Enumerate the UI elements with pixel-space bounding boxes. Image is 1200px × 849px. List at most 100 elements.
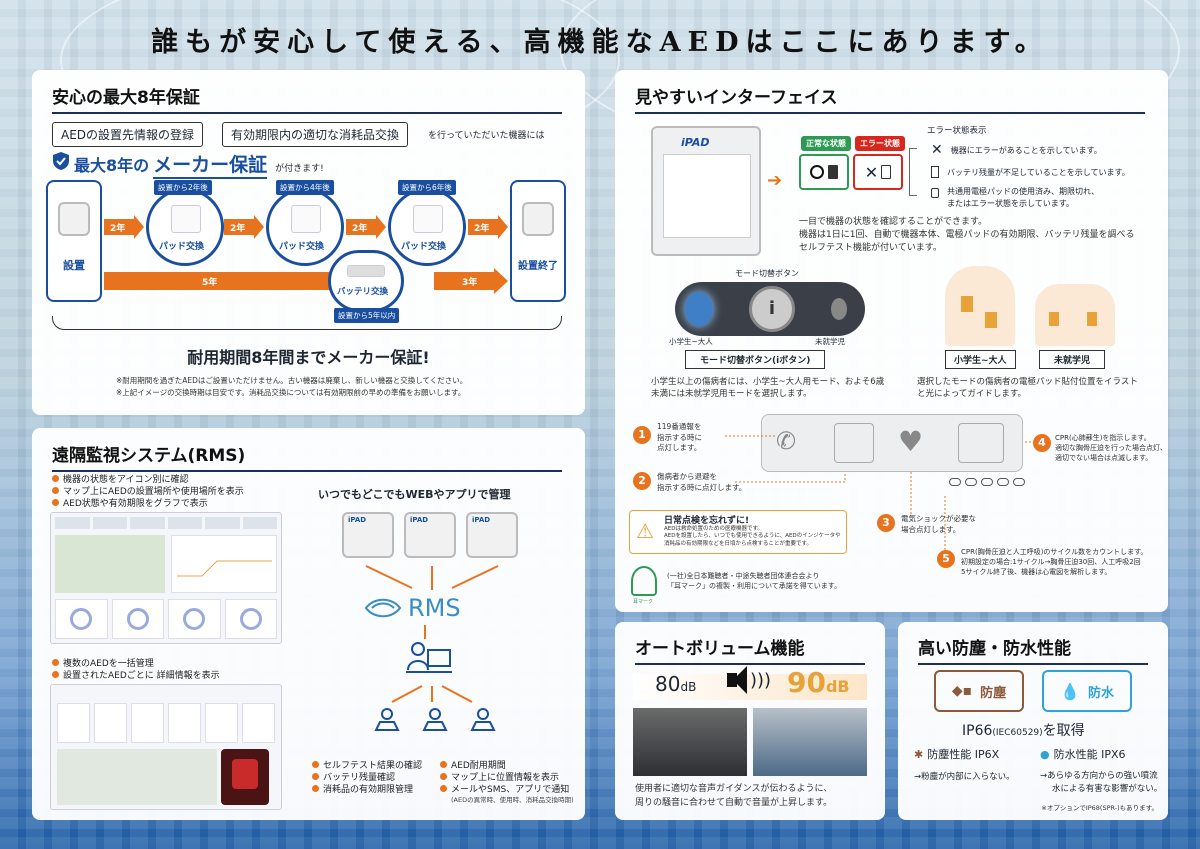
end-label: 設置終了: [518, 261, 558, 272]
battery-icon: [828, 165, 838, 179]
ear-mark-icon: [631, 566, 657, 596]
step-5-text: CPR(胸骨圧迫と人工呼吸)のサイクル数をカウントします。初期設定の場合:1サイ…: [961, 548, 1148, 576]
battery-label: バッテリ交換: [337, 287, 389, 297]
year-label: 2年: [352, 224, 368, 234]
pad-icon: [171, 205, 201, 233]
normal-indicator: [799, 154, 849, 190]
panel-title: オートボリューム機能: [635, 634, 865, 665]
rms-check: AED耐用期間: [451, 760, 506, 771]
water-description: →あらゆる方向からの強い噴流水による有害な影響がない。: [1040, 771, 1163, 794]
arrows-to-rms: [365, 565, 499, 590]
battery-low-icon: [881, 165, 892, 179]
info-button[interactable]: i: [749, 286, 795, 332]
aed-device-icon: iPAD: [404, 512, 456, 558]
daily-check-title: 日常点検を忘れずに!: [664, 516, 750, 526]
auto-volume-panel: オートボリューム機能 80dB ))) 90dB 使用者に適切な音声ガイダンスが…: [615, 622, 885, 820]
ip-rating: IP66(IEC60529)を取得: [962, 723, 1085, 739]
rms-check: メールやSMS、アプリで通知: [451, 784, 570, 795]
badge-suffix: が付きます!: [275, 164, 324, 174]
crowd-photo: [753, 708, 867, 776]
user-icons: [372, 708, 498, 734]
manage-heading: いつでもどこでもWEBやアプリで管理: [318, 488, 511, 501]
daily-check-box: ⚠ 日常点検を忘れずに! AEDは救命処置のための医療機器です。AEDを設置した…: [629, 510, 847, 554]
note-line: ※上記イメージの交換時期は目安です。消耗品交換については有効期限前の早めの準備を…: [116, 388, 466, 397]
station-photo: [633, 708, 747, 776]
battery-exchange-circle: バッテリ交換: [328, 250, 404, 312]
pad-icon: [413, 205, 443, 233]
dust-icon: ◆▪: [951, 683, 973, 699]
error-legend-row: 共通用電極パッドの使用済み、期限切れ、またはエラー状態を示しています。: [931, 186, 1099, 210]
year-label: 2年: [474, 224, 490, 234]
error-legend-row: バッテリ残量が不足していることを示しています。: [931, 166, 1130, 178]
rms-check: バッテリ残量確認: [323, 772, 396, 783]
child-figure: [1035, 284, 1115, 346]
pad-label: パッド交換: [401, 242, 447, 252]
adult-mode-icon: [685, 292, 713, 326]
year-label: 3年: [462, 278, 478, 288]
step-2-text: 傷病者から退避を指示する時に点灯します。: [657, 472, 747, 492]
mode-right-label: 未就学児: [815, 337, 845, 346]
panel-title: 見やすいインターフェイス: [635, 83, 1145, 114]
pad-label: パッド交換: [279, 242, 325, 252]
retreat-figure-icon: [834, 423, 874, 463]
user-laptop-icon: [470, 708, 496, 731]
aed-device-icon: [522, 202, 554, 236]
water-badge: 💧防水: [1042, 670, 1132, 712]
end-card: 設置終了: [510, 180, 566, 302]
install-label: 設置: [63, 259, 85, 272]
panel-title: 安心の最大8年保証: [52, 83, 562, 114]
battery-icon: [347, 265, 385, 277]
year-label: 5年: [202, 278, 218, 288]
battery-outline-icon: [931, 166, 939, 178]
pad-icon: [291, 205, 321, 233]
error-badge: エラー状態: [855, 136, 905, 151]
self-test-text: 一目で機器の状態を確認することができます。機器は1日に1回、自動で機器本体、電極…: [799, 217, 1135, 254]
shield-icon: [53, 152, 69, 170]
ear-mark-text: (一社)全日本難聴者・中途失聴者団体連合会より「耳マーク」の複製・利用について承…: [667, 572, 842, 590]
ok-circle-icon: [810, 165, 824, 179]
cpr-counter-lights: [949, 478, 1025, 486]
detail-screenshot: [50, 684, 282, 810]
step-4-text: CPR(心肺蘇生)を指示します。適切な胸骨圧迫を行った場合点灯、適切でない場合は…: [1055, 434, 1167, 462]
step-3-text: 電気ショックが必要な場合点灯します。: [901, 514, 976, 534]
water-performance: ●防水性能 IPX6: [1040, 747, 1126, 762]
adult-figure: [945, 266, 1015, 346]
timing-tag: 設置から4年後: [276, 180, 334, 195]
page-headline: 誰もが安心して使える、高機能なAEDはここにあります。: [151, 27, 1049, 58]
mode-button-label: モード切替ボタン(iボタン): [685, 350, 826, 369]
warranty-condition: を行っていただいた機器には: [428, 131, 545, 141]
rms-bullets-top: 機器の状態をアイコン別に確認 マップ上にAEDの設置場所や使用場所を表示 AED…: [52, 472, 244, 509]
rms-feature: マップ上にAEDの設置場所や使用場所を表示: [63, 486, 244, 497]
speaker-icon: ))): [727, 666, 771, 694]
aed-device-icon: iPAD: [466, 512, 518, 558]
water-drop-icon: ●: [1040, 747, 1050, 761]
mode-switch-panel: i: [675, 282, 865, 336]
warning-icon: ⚠: [636, 519, 654, 543]
step-1-text: 119番通報を指示する時に点灯します。: [657, 422, 702, 452]
mode-button-caption: モード切替ボタン: [735, 269, 799, 278]
rms-panel: 遠隔監視システム(RMS) 機器の状態をアイコン別に確認 マップ上にAEDの設置…: [32, 428, 585, 820]
timing-tag: 設置から2年後: [154, 180, 212, 195]
rms-feature: AED状態や有効期限をグラフで表示: [63, 498, 208, 509]
volume-description: 使用者に適切な音声ガイダンスが伝わるように、周りの騒音に合わせて自動で音量が上昇…: [635, 784, 833, 809]
ear-mark-caption: 耳マーク: [633, 599, 654, 605]
ip-note: ※オプションでIP68(SPR-)もあります。: [1041, 804, 1158, 812]
leader-lines: [725, 435, 1031, 550]
year-label: 2年: [230, 224, 246, 234]
note-line: ※耐用期間を過ぎたAEDはご設置いただけません。古い機器は廃棄し、新しい機器と交…: [116, 376, 468, 385]
rms-check-list-left: セルフテスト結果の確認 バッテリ残量確認 消耗品の有効期限管理: [312, 758, 422, 795]
x-icon: ✕: [931, 142, 943, 158]
rms-bullets-mid: 複数のAEDを一括管理 設置されたAEDごとに 詳細情報を表示: [52, 656, 220, 681]
mode-left-label: 小学生~大人: [669, 337, 713, 346]
child-mode-icon: [831, 298, 847, 320]
consumable-box: 有効期限内の適切な消耗品交換: [222, 122, 409, 147]
volume-high: 90dB: [787, 666, 850, 699]
user-laptop-icon: [374, 708, 400, 731]
adult-label: 小学生~大人: [945, 350, 1016, 369]
pad-guide-description: 選択したモードの傷病者の電極パッド貼付位置をイラストと光によってガイドします。: [917, 377, 1138, 400]
volume-low: 80dB: [655, 672, 697, 696]
water-drop-icon: 💧: [1060, 681, 1080, 701]
ip-rating-panel: 高い防塵・防水性能 ◆▪防塵 💧防水 IP66(IEC60529)を取得 ✱防塵…: [898, 622, 1168, 820]
badge-main: メーカー保証: [153, 150, 268, 179]
timing-tag: 設置から5年以内: [334, 308, 400, 323]
